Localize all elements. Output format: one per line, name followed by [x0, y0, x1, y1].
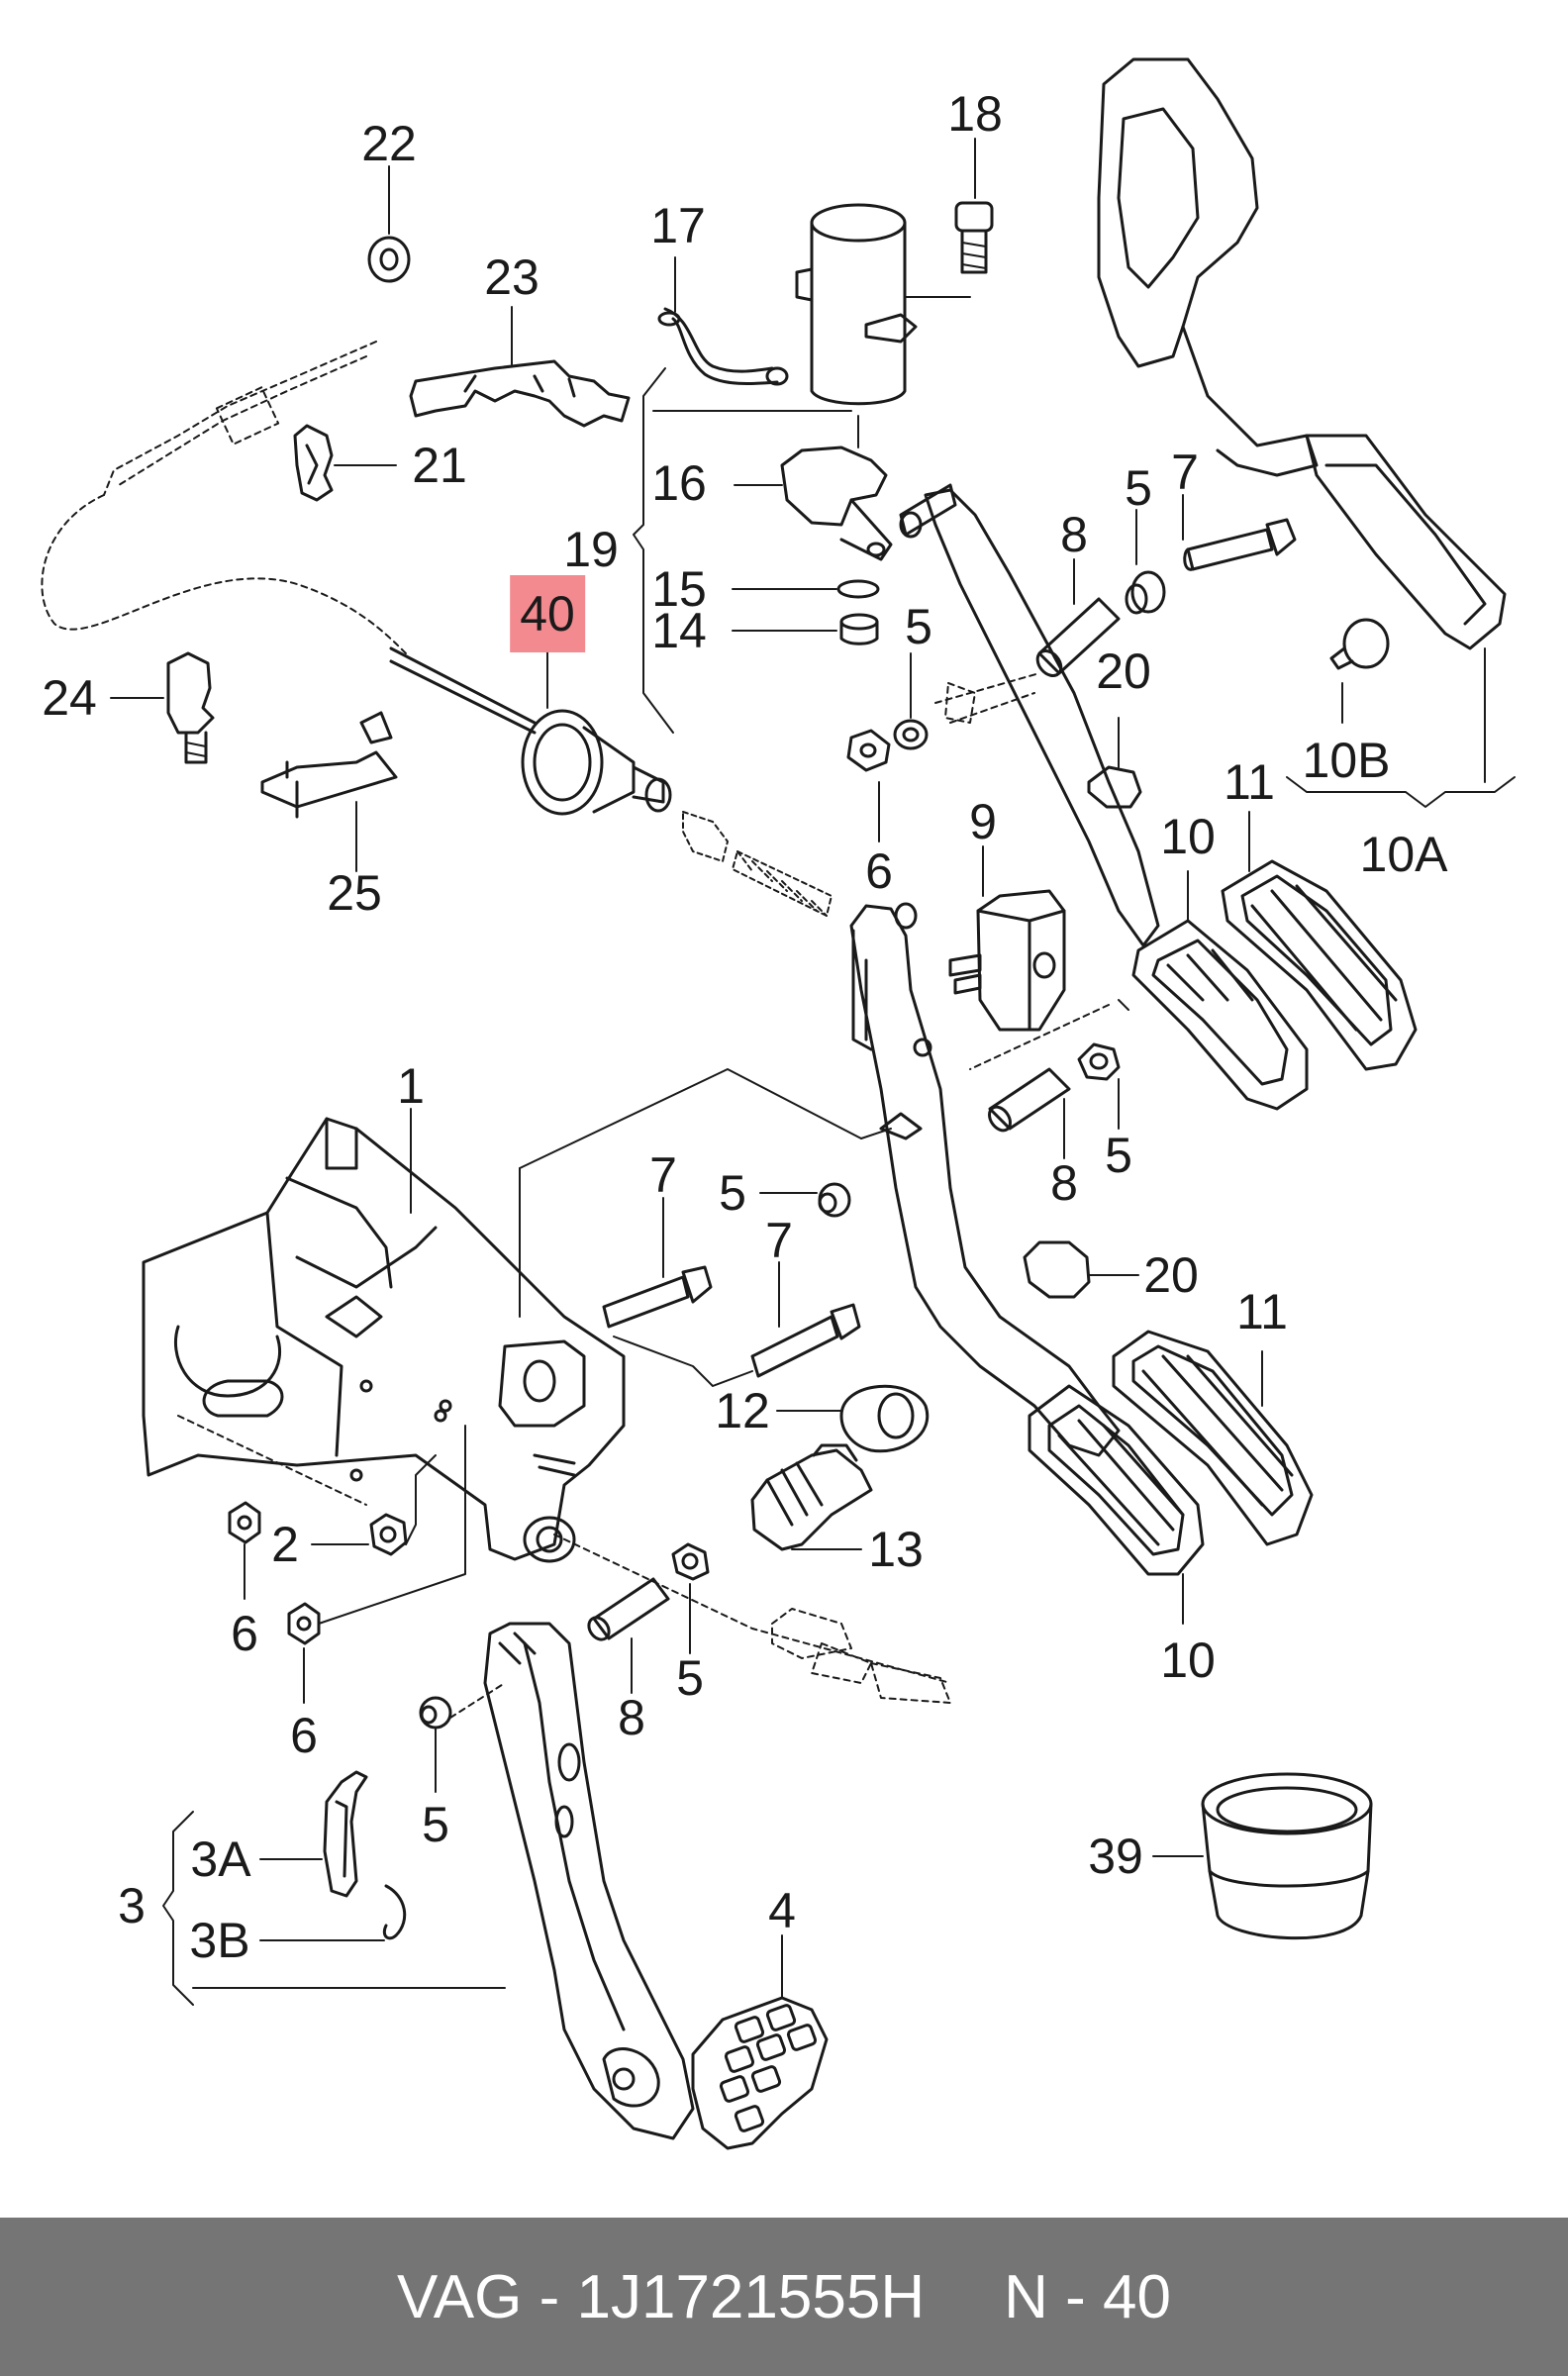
callout-10a: 10A: [1359, 827, 1448, 882]
callout-12: 12: [715, 1383, 770, 1438]
pivot-dashed: [934, 672, 1040, 724]
footer-bar: VAG - 1J1721555H N - 40: [0, 2218, 1568, 2376]
bushing-part: [988, 1042, 1121, 1159]
sleeve-part: [587, 1542, 710, 1694]
clip-part: [259, 1770, 407, 1941]
callout-14: 14: [651, 603, 707, 658]
callout-21: 21: [412, 438, 467, 493]
pedal-pad-part: [691, 1934, 829, 2150]
callout-5: 5: [719, 1165, 746, 1221]
position-number: N - 40: [1004, 2262, 1171, 2331]
pedal-pad-part: [1028, 1330, 1314, 1625]
dashed-lines: [177, 1415, 951, 1704]
sensor-part: [948, 845, 1066, 1032]
bolt-part: [954, 138, 994, 274]
pedal-arm-part: [899, 483, 1160, 947]
bolt-part: [602, 1197, 861, 1378]
washer-part: [367, 165, 411, 283]
bushing-part: [419, 1682, 506, 1793]
dashed-bracket-lines: [519, 999, 1129, 1318]
bumper-part: [1087, 717, 1142, 809]
dome-part: [776, 1384, 930, 1453]
bracket-10a-lines: [1286, 776, 1516, 808]
callout-10: 10: [1160, 1633, 1216, 1688]
pedal-lever-part: [849, 902, 1121, 1457]
bracket-19-lines: [633, 367, 674, 734]
callout-5: 5: [1125, 460, 1152, 516]
callout-16: 16: [651, 455, 707, 511]
knob-part: [1329, 618, 1390, 724]
callout-10b: 10B: [1302, 733, 1391, 788]
callout-24: 24: [42, 670, 97, 726]
callout-17: 17: [650, 198, 706, 253]
callout-6: 6: [865, 843, 893, 899]
clip-part: [293, 424, 397, 502]
callout-15: 15: [651, 561, 707, 617]
pedal-pad-part: [1131, 811, 1418, 1111]
washer-part: [732, 579, 880, 645]
callout-25: 25: [327, 865, 382, 921]
callout-18: 18: [947, 86, 1003, 142]
callout-10: 10: [1160, 809, 1216, 864]
bracket-part: [260, 711, 398, 872]
callout-9: 9: [969, 794, 997, 849]
nut-part: [846, 652, 929, 842]
sleeve-part: [1035, 558, 1121, 678]
callout-19: 19: [563, 522, 619, 577]
callout-3a: 3A: [190, 1832, 251, 1887]
part-number: VAG - 1J1721555H: [397, 2262, 926, 2331]
callout-7: 7: [765, 1213, 793, 1268]
pedal-assembly-drawing: [41, 57, 1516, 2150]
accelerator-pedal-part: [1097, 57, 1507, 783]
callout-23: 23: [484, 249, 539, 305]
switch-part: [734, 415, 893, 561]
bracket-part: [409, 306, 631, 428]
callout-8: 8: [1060, 507, 1088, 562]
callout-8: 8: [1050, 1155, 1078, 1211]
hose-part: [657, 256, 789, 386]
callout-3b: 3B: [189, 1913, 250, 1968]
callout-20: 20: [1143, 1247, 1199, 1303]
callout-2: 2: [271, 1517, 299, 1572]
grommet-part: [1152, 1772, 1373, 1940]
bushing-part: [1125, 509, 1166, 615]
master-cylinder-part: [389, 623, 672, 816]
callout-11: 11: [1236, 1284, 1288, 1339]
cable-dashed: [41, 341, 407, 654]
callout-6: 6: [290, 1708, 318, 1763]
nut-part: [228, 1425, 466, 1704]
callout-5: 5: [905, 599, 932, 654]
callout-1: 1: [397, 1058, 425, 1114]
boot-part: [750, 1443, 873, 1551]
exploded-parts-diagram: 22 23 21 17 18 16 19 15 14 40 24 25 8 5 …: [41, 57, 1516, 2150]
bushing-part: [759, 1182, 851, 1218]
pedal-box-part: [142, 1108, 626, 1563]
callout-11: 11: [1224, 754, 1275, 810]
clutch-pedal-part: [483, 1622, 695, 2140]
callout-22: 22: [361, 116, 417, 171]
bracket-3-lines: [162, 1811, 506, 2006]
spring-dashed: [682, 811, 833, 917]
callout-39: 39: [1088, 1829, 1143, 1884]
bolt-part: [1182, 494, 1297, 571]
callout-7: 7: [649, 1147, 677, 1203]
callout-5: 5: [422, 1797, 449, 1852]
callout-4: 4: [768, 1883, 796, 1938]
callout-40-highlighted: 40: [510, 575, 585, 652]
reservoir-part: [652, 203, 971, 412]
callout-5: 5: [1105, 1128, 1132, 1183]
bumper-part: [1023, 1240, 1139, 1299]
callout-7: 7: [1171, 445, 1199, 500]
callout-6: 6: [231, 1606, 258, 1661]
callout-5: 5: [676, 1650, 704, 1706]
callout-20: 20: [1096, 644, 1151, 699]
callout-3: 3: [118, 1878, 146, 1933]
link-lines: [613, 1336, 753, 1387]
clip-part: [110, 651, 215, 764]
callout-13: 13: [868, 1522, 924, 1577]
callout-8: 8: [618, 1690, 645, 1745]
